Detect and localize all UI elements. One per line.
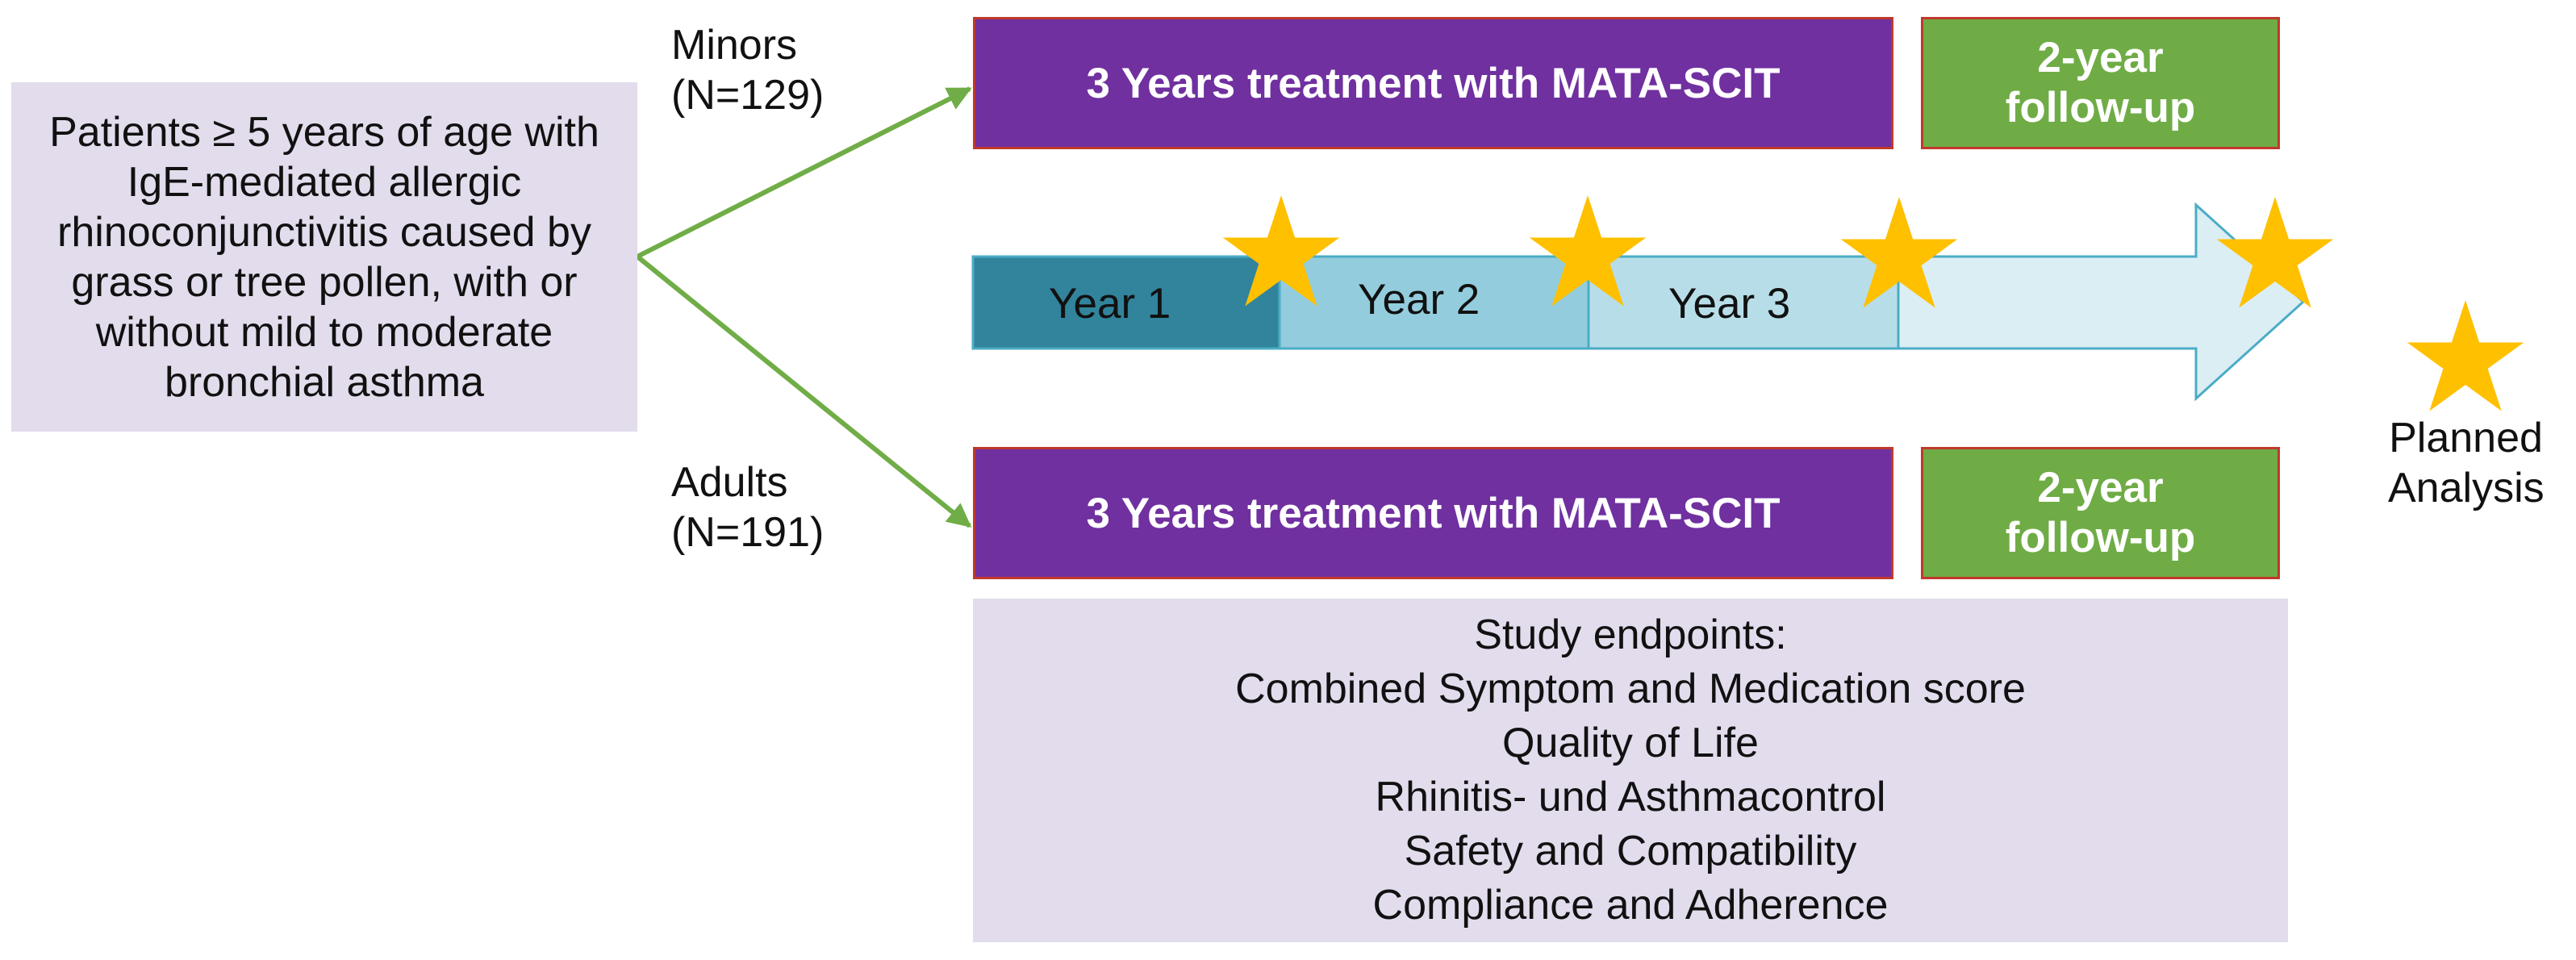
minors-treatment-box: 3 Years treatment with MATA-SCIT bbox=[973, 17, 1893, 149]
patients-text: Patients ≥ 5 years of age with IgE-media… bbox=[49, 107, 599, 407]
timeline-year1-segment bbox=[971, 255, 1281, 350]
timeline-followup-arrow bbox=[1897, 202, 2306, 402]
endpoints-box: Study endpoints: Combined Symptom and Me… bbox=[973, 599, 2288, 942]
connector-to-minors bbox=[636, 86, 972, 259]
followup-line1: 2-year bbox=[2037, 464, 2164, 511]
endpoint-item: Rhinitis- und Asthmacontrol bbox=[1375, 774, 1886, 820]
minors-label: Minors (N=129) bbox=[671, 20, 824, 120]
legend-star-icon bbox=[2407, 300, 2524, 411]
patients-line: without mild to moderate bbox=[95, 308, 553, 356]
minors-followup-box: 2-year follow-up bbox=[1921, 17, 2280, 149]
followup-line1: 2-year bbox=[2037, 34, 2164, 81]
adults-title: Adults bbox=[671, 459, 788, 506]
adults-label: Adults (N=191) bbox=[671, 457, 824, 557]
patients-line: IgE-mediated allergic bbox=[127, 158, 522, 206]
legend-line2: Analysis bbox=[2388, 465, 2545, 511]
adults-treatment-box: 3 Years treatment with MATA-SCIT bbox=[973, 447, 1893, 579]
timeline-year3-label: Year 3 bbox=[1668, 280, 1791, 328]
followup-label: 2-year follow-up bbox=[1923, 33, 2277, 133]
connector-to-adults bbox=[636, 254, 972, 528]
patients-line: bronchial asthma bbox=[164, 358, 484, 406]
timeline-year3-segment bbox=[1587, 255, 1900, 350]
followup-label: 2-year follow-up bbox=[1923, 463, 2277, 563]
star-icon bbox=[1222, 195, 1340, 307]
star-icon bbox=[1840, 197, 1958, 308]
patients-line: Patients ≥ 5 years of age with bbox=[49, 108, 599, 156]
star-icon bbox=[1529, 195, 1647, 307]
treatment-label: 3 Years treatment with MATA-SCIT bbox=[1086, 59, 1781, 107]
minors-title: Minors bbox=[671, 22, 798, 69]
followup-line2: follow-up bbox=[2005, 84, 2196, 131]
patients-line: rhinoconjunctivitis caused by bbox=[57, 208, 591, 256]
endpoints-title: Study endpoints: bbox=[1474, 611, 1787, 658]
minors-count: (N=129) bbox=[671, 72, 825, 119]
endpoint-item: Combined Symptom and Medication score bbox=[1235, 666, 2026, 712]
endpoint-item: Compliance and Adherence bbox=[1372, 882, 1889, 929]
legend-line1: Planned bbox=[2389, 415, 2543, 461]
timeline-year1-label: Year 1 bbox=[1049, 280, 1171, 328]
patients-line: grass or tree pollen, with or bbox=[71, 258, 578, 306]
followup-line2: follow-up bbox=[2005, 514, 2196, 561]
treatment-label: 3 Years treatment with MATA-SCIT bbox=[1086, 489, 1781, 537]
timeline-year2-segment bbox=[1278, 255, 1590, 350]
adults-count: (N=191) bbox=[671, 509, 825, 556]
timeline-year2-label: Year 2 bbox=[1358, 276, 1480, 323]
legend-label: Planned Analysis bbox=[2388, 413, 2545, 513]
adults-followup-box: 2-year follow-up bbox=[1921, 447, 2280, 579]
endpoint-item: Safety and Compatibility bbox=[1404, 828, 1857, 874]
endpoint-item: Quality of Life bbox=[1502, 720, 1759, 766]
patients-box: Patients ≥ 5 years of age with IgE-media… bbox=[11, 82, 637, 432]
star-icon bbox=[2216, 197, 2334, 308]
